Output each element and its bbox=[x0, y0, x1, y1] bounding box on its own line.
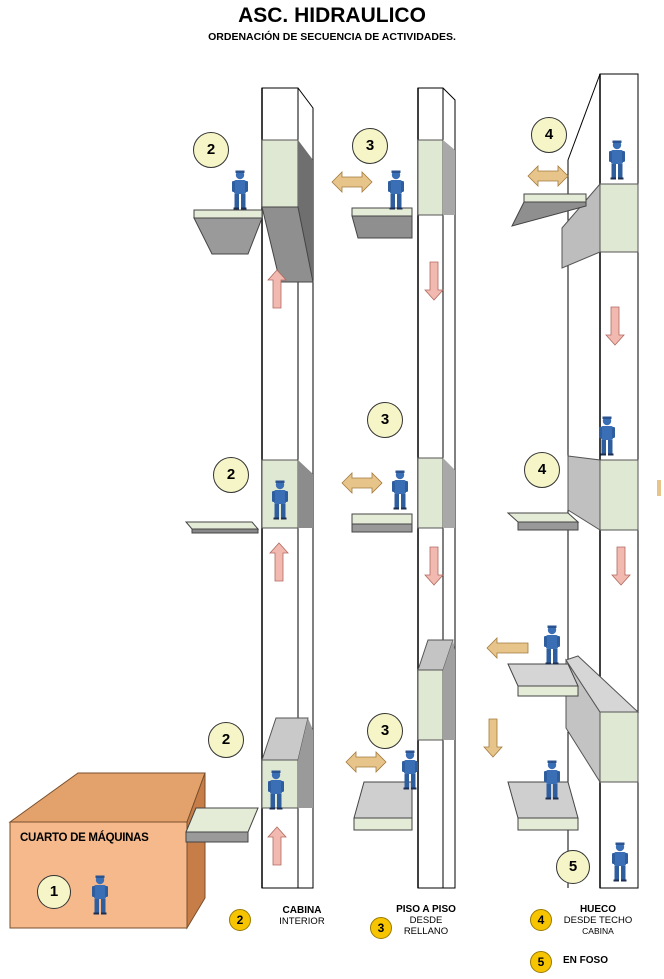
machine-room-label: CUARTO DE MÁQUINAS bbox=[20, 832, 149, 844]
landing-piso-middle bbox=[351, 513, 413, 533]
landing-top bbox=[193, 209, 263, 255]
arrow-down-icon bbox=[483, 718, 503, 758]
cabin-hueco-middle bbox=[567, 455, 639, 531]
step-badge-3: 3 bbox=[367, 713, 403, 749]
edge-marker bbox=[657, 480, 661, 496]
arrow-horizontal-icon bbox=[331, 171, 373, 193]
step-badge-2: 2 bbox=[208, 722, 244, 758]
step-badge-3: 3 bbox=[367, 402, 403, 438]
legend-label-4: HUECO DESDE TECHO CABINA bbox=[563, 904, 633, 936]
legend-label-2: CABINA INTERIOR bbox=[279, 905, 325, 927]
arrow-horizontal-icon bbox=[341, 472, 383, 494]
person-icon bbox=[392, 470, 408, 510]
landing-piso-top bbox=[351, 207, 413, 239]
landing-hueco-lower bbox=[507, 663, 579, 697]
step-badge-2: 2 bbox=[193, 132, 229, 168]
cabin-top bbox=[261, 139, 314, 283]
step-badge-2: 2 bbox=[213, 457, 249, 493]
landing-middle bbox=[184, 521, 260, 534]
legend-badge-4: 4 bbox=[530, 909, 552, 931]
step-badge-1: 1 bbox=[37, 875, 71, 909]
diagram-subtitle: ORDENACIÓN DE SECUENCIA DE ACTIVIDADES. bbox=[208, 31, 456, 43]
legend-label-5: EN FOSO bbox=[563, 955, 609, 966]
step-badge-4: 4 bbox=[524, 452, 560, 488]
arrow-horizontal-icon bbox=[345, 751, 387, 773]
person-icon bbox=[544, 625, 560, 665]
machine-room bbox=[8, 772, 206, 930]
legend-badge-2: 2 bbox=[229, 909, 251, 931]
landing-piso-bottom bbox=[353, 781, 413, 831]
legend-badge-3: 3 bbox=[370, 917, 392, 939]
landing-hueco-top bbox=[511, 193, 587, 227]
cabin-hueco-top bbox=[561, 182, 639, 269]
legend-badge-5: 5 bbox=[530, 951, 552, 973]
diagram-title: ASC. HIDRAULICO bbox=[238, 4, 426, 27]
person-icon bbox=[388, 170, 404, 210]
cabin-piso-middle bbox=[417, 457, 455, 529]
legend-label-3: PISO A PISO DESDE RELLANO bbox=[396, 904, 456, 937]
arrow-left-icon bbox=[486, 637, 529, 659]
step-badge-5: 5 bbox=[556, 850, 590, 884]
person-icon bbox=[232, 170, 248, 210]
cabin-piso-bottom bbox=[417, 639, 455, 741]
step-badge-3: 3 bbox=[352, 128, 388, 164]
cabin-piso-top bbox=[417, 139, 455, 216]
landing-hueco-bottom bbox=[507, 781, 579, 831]
step-badge-4: 4 bbox=[531, 117, 567, 153]
machine-room-duct bbox=[185, 807, 259, 843]
arrow-right-icon bbox=[527, 165, 569, 187]
landing-hueco-middle bbox=[506, 512, 580, 531]
